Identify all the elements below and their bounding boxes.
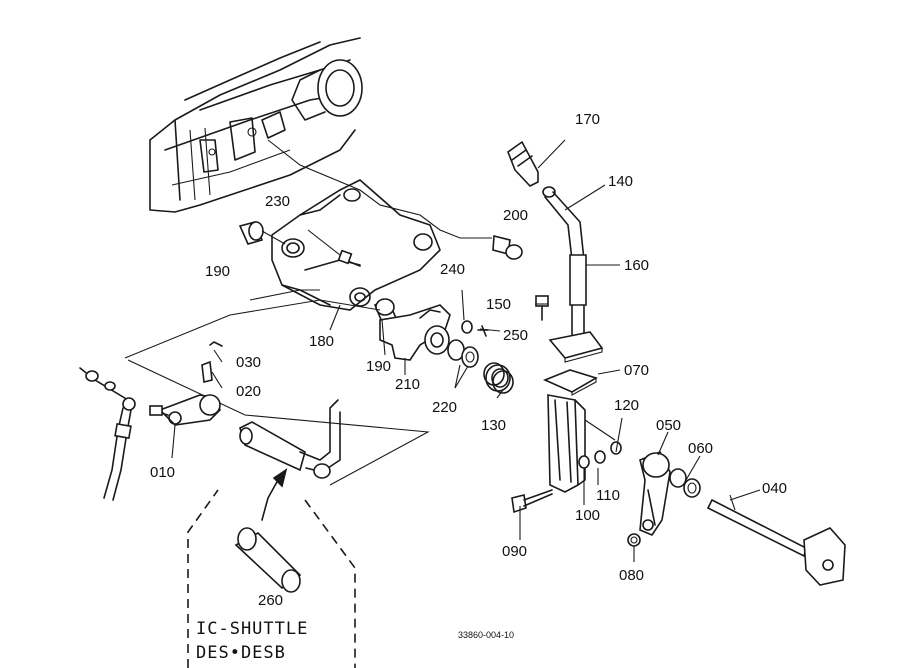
part-labels: 170 140 160 200 230 190 240 150 250 180 …	[150, 111, 787, 609]
label-180: 180	[309, 333, 334, 350]
label-130: 130	[481, 417, 506, 434]
bushing-190-upper	[238, 221, 286, 245]
washers	[578, 441, 622, 469]
label-030: 030	[236, 354, 261, 371]
label-020: 020	[236, 383, 261, 400]
inset-caption: IC-SHUTTLE DES•DESB	[196, 619, 308, 663]
knob-170	[507, 139, 566, 187]
pin-030	[209, 341, 223, 347]
linkage-outline	[124, 289, 430, 486]
label-080: 080	[619, 567, 644, 584]
label-110: 110	[596, 487, 620, 504]
plate-lever-base	[548, 331, 604, 363]
shift-shaft	[239, 399, 341, 479]
spacers-060	[669, 468, 701, 498]
nut-080	[627, 533, 641, 547]
label-040: 040	[762, 480, 787, 497]
label-050: 050	[656, 417, 681, 434]
bracket-070	[542, 369, 621, 493]
label-260: 260	[258, 592, 283, 609]
arm-050	[639, 450, 671, 536]
label-010: 010	[150, 464, 175, 481]
washer-240	[461, 289, 473, 334]
label-070: 070	[624, 362, 649, 379]
spacers-220	[447, 339, 479, 368]
label-150: 150	[486, 296, 511, 313]
figure-code: 33860-004-10	[458, 630, 514, 640]
label-190-lower: 190	[366, 358, 391, 375]
caption-line-2: DES•DESB	[196, 643, 286, 663]
label-240: 240	[440, 261, 465, 278]
label-160: 160	[624, 257, 649, 274]
arrow-indicator	[261, 468, 288, 521]
label-090: 090	[502, 543, 527, 560]
label-170: 170	[575, 111, 600, 128]
grip-160	[569, 254, 620, 306]
bolt-150	[535, 295, 549, 321]
bolt-230	[307, 229, 361, 267]
label-120: 120	[614, 397, 639, 414]
inset-box	[187, 489, 356, 668]
bolt-200	[492, 234, 523, 260]
spring-130	[483, 362, 514, 394]
bushing-190-lower	[373, 298, 398, 323]
label-220: 220	[432, 399, 457, 416]
label-210: 210	[395, 376, 420, 393]
transmission-housing	[149, 37, 363, 213]
label-200: 200	[503, 207, 528, 224]
label-060: 060	[688, 440, 713, 457]
label-230: 230	[265, 193, 290, 210]
bolt-090	[511, 489, 553, 514]
label-190-upper: 190	[205, 263, 230, 280]
caption-line-1: IC-SHUTTLE	[196, 619, 308, 639]
cable-rod	[79, 367, 136, 501]
label-250: 250	[503, 327, 528, 344]
pin-020	[201, 360, 213, 383]
label-100: 100	[575, 507, 600, 524]
arm-210	[379, 304, 451, 361]
shaft-040	[706, 494, 846, 586]
label-140: 140	[608, 173, 633, 190]
leader-lines	[171, 303, 761, 562]
lever-010	[149, 394, 221, 426]
pin-250	[477, 325, 489, 337]
